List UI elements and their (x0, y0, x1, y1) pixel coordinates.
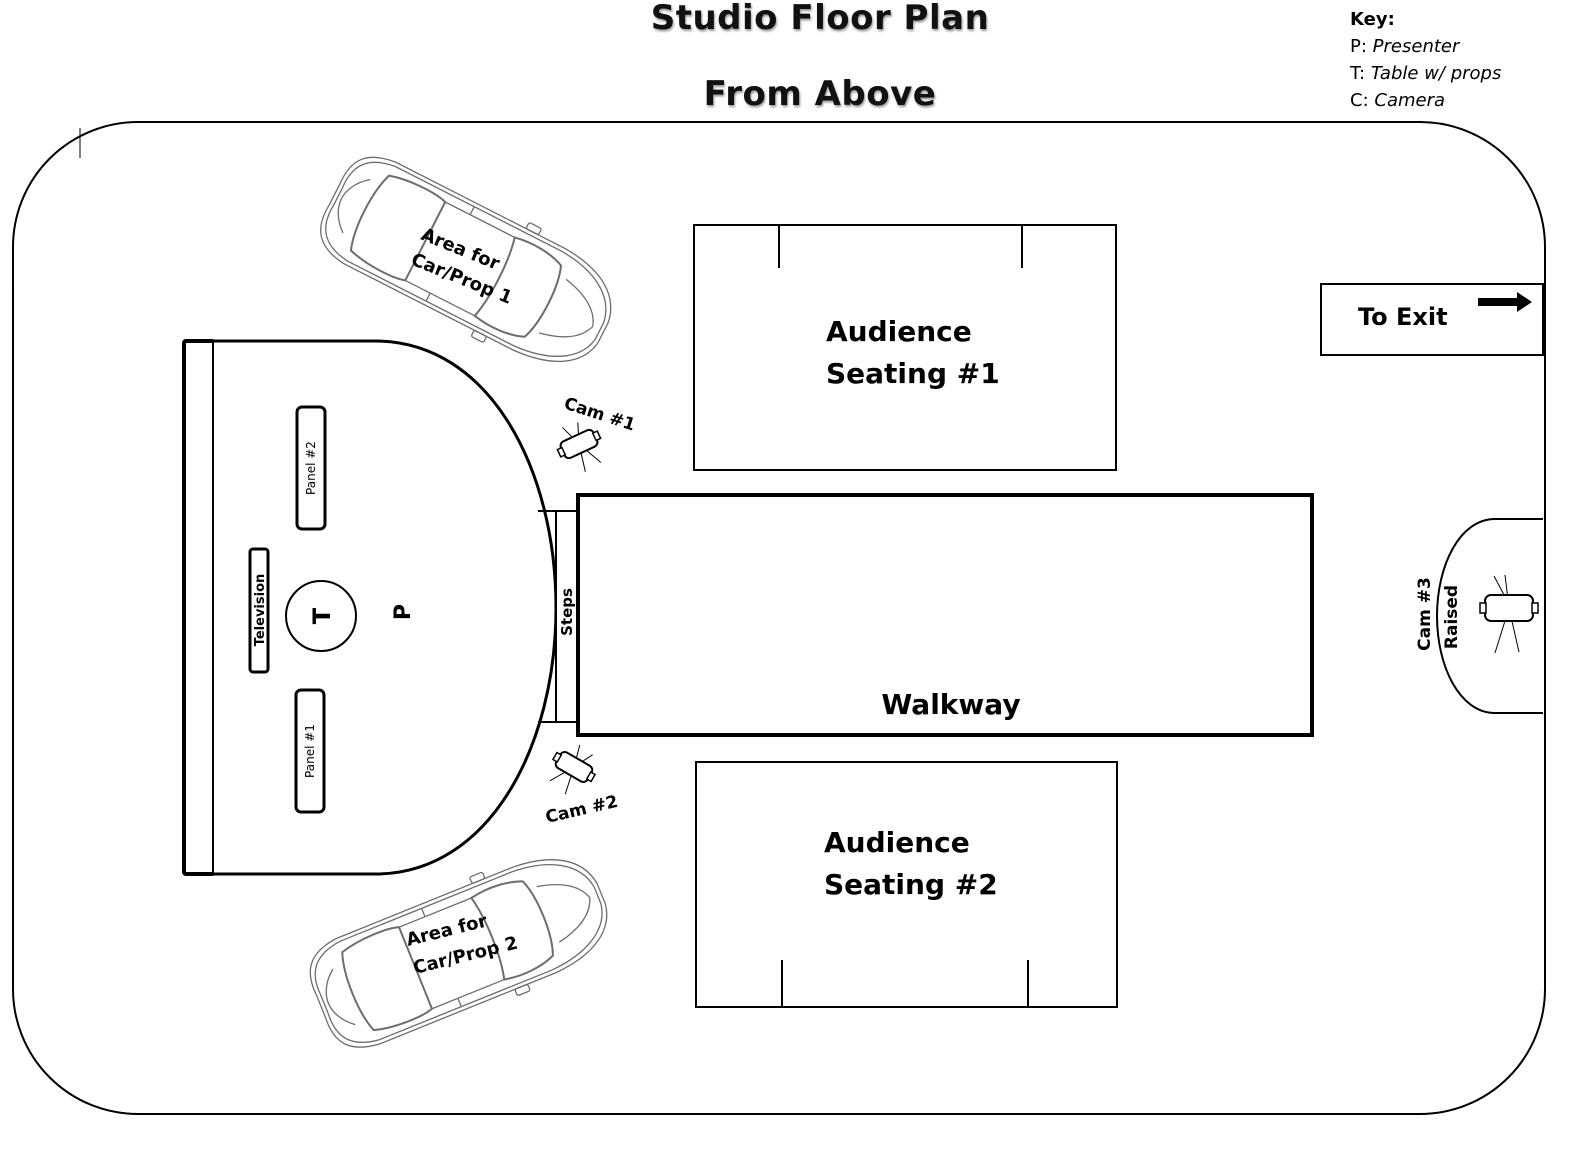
presenter-label: P (391, 604, 416, 620)
exit-sign: To Exit (1320, 283, 1544, 356)
steps-label: Steps (558, 588, 576, 636)
seating-1-label-line-2: Seating #1 (826, 357, 1000, 390)
car-1-icon (320, 156, 612, 363)
seating-2-label-line-2: Seating #2 (824, 868, 998, 901)
audience-seating-1: Audience Seating #1 (693, 224, 1117, 471)
camera-2-icon (549, 744, 597, 795)
table (285, 580, 357, 652)
walkway-label: Walkway (881, 688, 1020, 721)
car-2-icon (309, 859, 608, 1048)
panel-2-label: Panel #2 (304, 441, 318, 495)
legend-item-camera: C: Camera (1350, 90, 1446, 111)
camera-1-icon (556, 422, 602, 473)
walkway (576, 493, 1314, 737)
camera-3-platform: Cam #3 Raised (1415, 518, 1543, 714)
camera-2-label: Cam #2 (544, 792, 620, 828)
camera-1-label: Cam #1 (561, 394, 637, 436)
panel-1-label: Panel #1 (303, 724, 317, 778)
legend-heading: Key: (1350, 9, 1395, 30)
panel-1 (294, 688, 326, 814)
seating-1-label-line-1: Audience (826, 315, 972, 348)
table-label: T (308, 607, 336, 624)
back-wall (182, 339, 216, 876)
camera-3-label-line-2: Raised (1442, 585, 1462, 649)
stage: Panel #2 Panel #1 Television T P (182, 339, 558, 876)
television-label: Television (253, 574, 268, 647)
camera-1: Cam #1 (556, 394, 638, 473)
camera-3-icon (1479, 574, 1539, 654)
audience-seating-2: Audience Seating #2 (695, 761, 1118, 1008)
legend: Key: P: Presenter T: Table w/ props C: C… (1350, 6, 1501, 114)
diagram-title: Studio Floor Plan (650, 0, 990, 38)
car-prop-1-area: Area for Car/Prop 1 (320, 156, 612, 363)
television (248, 547, 270, 674)
arrow-right-icon (1478, 292, 1532, 312)
studio-boundary (12, 121, 1546, 1115)
camera-3-label-line-1: Cam #3 (1415, 577, 1435, 651)
camera-2: Cam #2 (544, 744, 620, 828)
diagram-subtitle: From Above (703, 74, 937, 114)
legend-item-table: T: Table w/ props (1350, 63, 1502, 84)
legend-item-presenter: P: Presenter (1350, 36, 1460, 57)
exit-label: To Exit (1358, 303, 1448, 331)
panel-2 (295, 405, 327, 531)
seating-2-label-line-1: Audience (824, 826, 970, 859)
car-prop-2-area: Area for Car/Prop 2 (309, 859, 608, 1048)
